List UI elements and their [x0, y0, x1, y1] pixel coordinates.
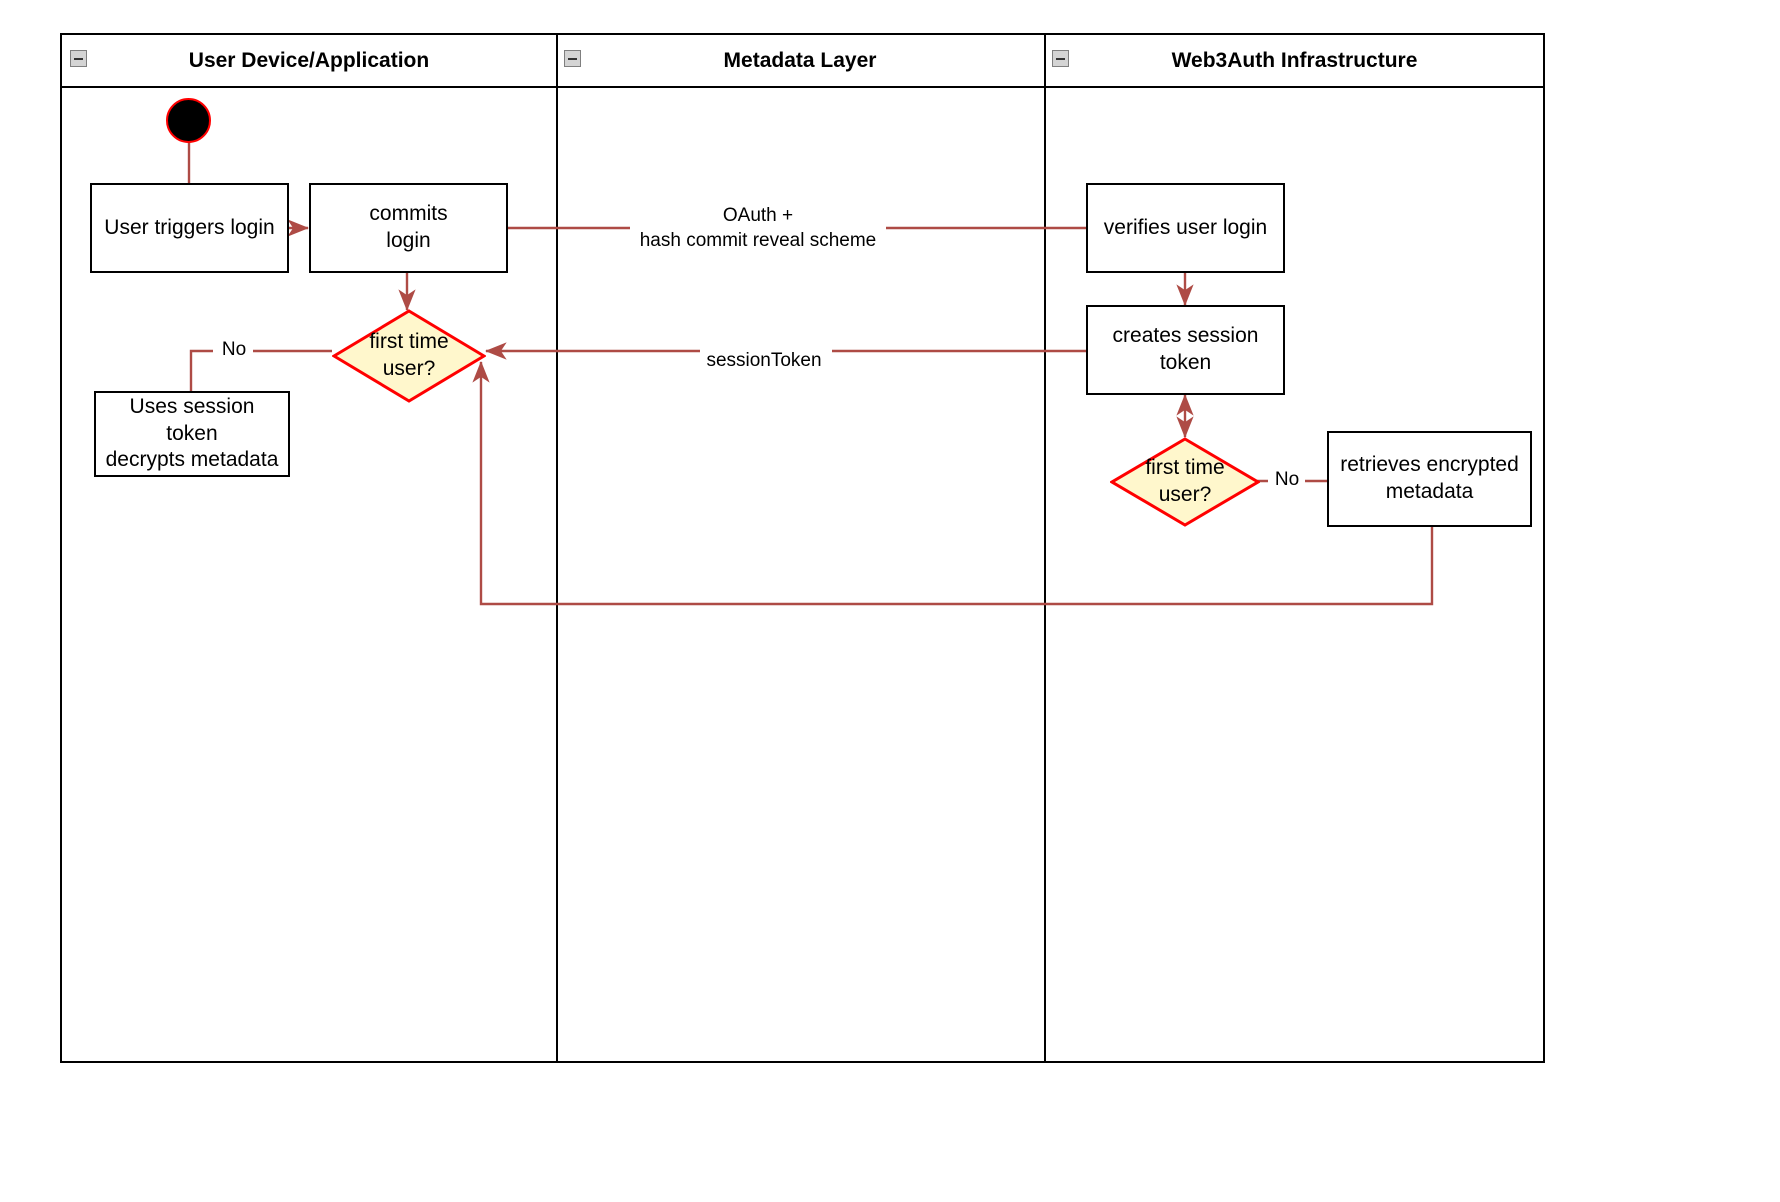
start-node[interactable]: [166, 98, 211, 143]
node-first-time-user-right-label: first time user?: [1145, 456, 1225, 506]
node-uses-session-token-label: Uses session token decrypts metadata: [105, 394, 279, 472]
node-verifies-user-login[interactable]: verifies user login: [1086, 183, 1285, 273]
edge-label-no-right: No: [1269, 468, 1305, 493]
lane-metadata: Metadata Layer: [556, 35, 1044, 1061]
node-uses-session-token[interactable]: Uses session token decrypts metadata: [94, 391, 290, 477]
lane-title-web3auth: Web3Auth Infrastructure: [1171, 49, 1418, 72]
edge-label-no-left: No: [215, 338, 253, 363]
node-user-triggers-login[interactable]: User triggers login: [90, 183, 289, 273]
edge-label-oauth: OAuth + hash commit reveal scheme: [630, 204, 886, 254]
node-first-time-user-left[interactable]: first time user?: [332, 309, 486, 403]
diamond-shape: [332, 309, 486, 403]
lane-user-device: User Device/Application: [62, 35, 556, 1061]
node-commits-login[interactable]: commits login: [309, 183, 508, 273]
diamond-shape: [1110, 437, 1260, 527]
collapse-minus-icon[interactable]: [1052, 50, 1069, 67]
node-commits-login-label: commits login: [369, 202, 448, 252]
node-first-time-user-left-label: first time user?: [369, 330, 449, 380]
node-retrieves-encrypted-metadata[interactable]: retrieves encrypted metadata: [1327, 431, 1532, 527]
node-first-time-user-right[interactable]: first time user?: [1110, 437, 1260, 527]
lane-title-user-device: User Device/Application: [188, 49, 430, 72]
edge-label-session-token: sessionToken: [700, 349, 828, 374]
node-creates-session-token[interactable]: creates session token: [1086, 305, 1285, 395]
lane-title-metadata: Metadata Layer: [723, 49, 877, 72]
lane-web3auth: Web3Auth Infrastructure: [1044, 35, 1545, 1061]
node-creates-session-token-label: creates session token: [1112, 324, 1259, 374]
node-retrieves-encrypted-metadata-label: retrieves encrypted metadata: [1340, 453, 1519, 503]
lane-header-divider: [62, 86, 1543, 88]
collapse-minus-icon[interactable]: [564, 50, 581, 67]
collapse-minus-icon[interactable]: [70, 50, 87, 67]
